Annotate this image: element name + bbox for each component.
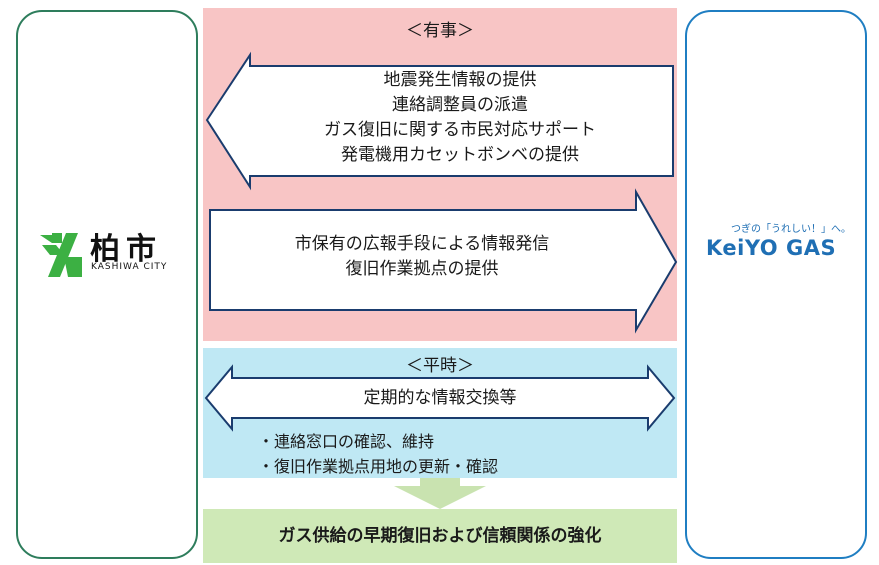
keiyo-gas-box xyxy=(685,10,867,559)
exchange-arrow xyxy=(204,364,676,432)
to-city-line: 発電機用カセットボンベの提供 xyxy=(341,145,579,165)
kashiwa-city-subtitle: KASHIWA CITY xyxy=(91,262,168,272)
to-gas-text: 市保有の広報手段による情報発信 復旧作業拠点の提供 xyxy=(212,232,632,282)
kashiwa-city-logo-icon xyxy=(40,233,82,277)
emergency-heading: ＜有事＞ xyxy=(406,21,474,41)
normal-bullet: ・復旧作業拠点用地の更新・確認 xyxy=(258,457,499,476)
normal-heading: ＜平時＞ xyxy=(406,356,474,376)
down-arrow xyxy=(394,478,486,509)
kashiwa-city-box xyxy=(16,10,198,559)
to-gas-line: 復旧作業拠点の提供 xyxy=(345,259,499,279)
to-city-text: 地震発生情報の提供 連絡調整員の派遣 ガス復旧に関する市民対応サポート 発電機用… xyxy=(250,68,670,168)
to-gas-line: 市保有の広報手段による情報発信 xyxy=(294,234,550,254)
kashiwa-city-name: 柏市 xyxy=(90,232,162,267)
arrow-to-gas xyxy=(209,188,678,334)
exchange-label: 定期的な情報交換等 xyxy=(363,388,517,408)
keiyo-gas-logo: KeiYO GAS xyxy=(706,236,837,260)
result-text: ガス供給の早期復旧および信頼関係の強化 xyxy=(278,526,602,546)
keiyo-gas-tagline: つぎの「うれしい！」へ。 xyxy=(731,224,851,235)
normal-bullet: ・連絡窓口の確認、維持 xyxy=(258,432,435,451)
to-city-line: 地震発生情報の提供 xyxy=(383,70,537,90)
to-city-line: 連絡調整員の派遣 xyxy=(392,95,528,115)
arrow-to-city xyxy=(205,51,674,191)
result-box xyxy=(203,509,677,563)
to-city-line: ガス復旧に関する市民対応サポート xyxy=(324,120,596,140)
